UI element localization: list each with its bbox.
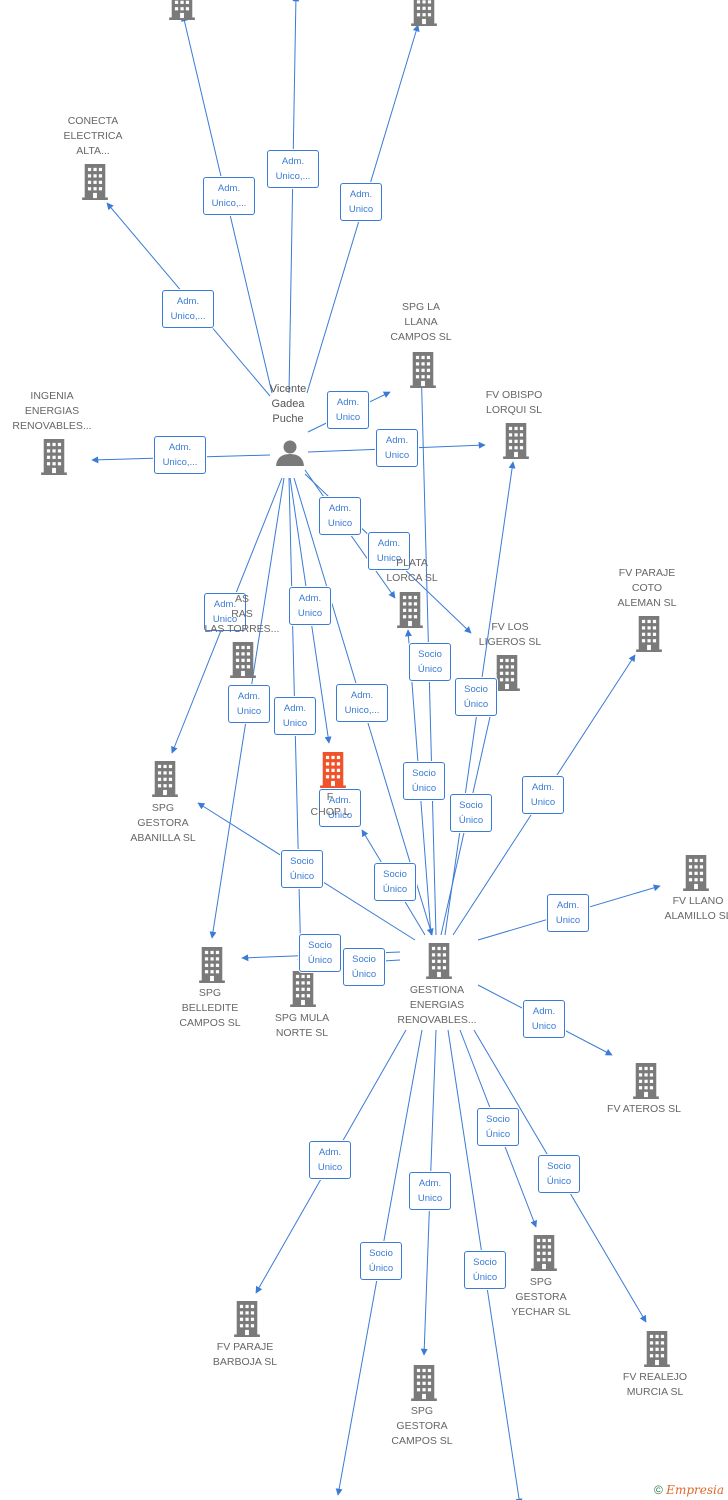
node-label-spg-campos[interactable]: SPG GESTORA CAMPOS SL bbox=[391, 1405, 453, 1447]
building-icon-fv-barboja[interactable] bbox=[234, 1301, 260, 1337]
node-label-gestiona[interactable]: GESTIONA ENERGIAS RENOVABLES... bbox=[397, 984, 477, 1026]
building-icon-conecta[interactable] bbox=[82, 164, 108, 200]
node-label-conecta[interactable]: CONECTA ELECTRICA ALTA... bbox=[63, 115, 123, 157]
building-icon-fv-llano[interactable] bbox=[683, 855, 709, 891]
building-icon-gestiona[interactable] bbox=[426, 943, 452, 979]
edge-label-vicente-to-plata-lorca[interactable]: Adm. Unico bbox=[319, 497, 361, 535]
edge-label-gestiona-to-fv-ateros[interactable]: Adm. Unico bbox=[523, 1000, 565, 1038]
edge-label-vicente-to-spg-llana[interactable]: Adm. Unico bbox=[327, 391, 369, 429]
person-icon[interactable] bbox=[276, 440, 304, 467]
building-icon-fv-ligeros[interactable] bbox=[494, 655, 520, 691]
edge-label-gestiona-to-spg-campos[interactable]: Adm. Unico bbox=[409, 1172, 451, 1210]
edge-label-gestiona-to-spg-yechar[interactable]: Socio Único bbox=[477, 1108, 519, 1146]
brand-logo: Empresia bbox=[666, 1483, 724, 1497]
building-icon-spg-belledite[interactable] bbox=[199, 947, 225, 983]
building-icon-fv-ateros[interactable] bbox=[633, 1063, 659, 1099]
node-label-spg-abanilla[interactable]: SPG GESTORA ABANILLA SL bbox=[130, 802, 196, 844]
node-label-ingenia[interactable]: INGENIA ENERGIAS RENOVABLES... bbox=[12, 390, 92, 432]
edge-label-vicente-to-conecta[interactable]: Adm. Unico,... bbox=[162, 290, 214, 328]
edge-label-vicente-to-fv-obispo[interactable]: Adm. Unico bbox=[376, 429, 418, 467]
building-icon-plata-lorca[interactable] bbox=[397, 592, 423, 628]
node-label-spg-yechar[interactable]: SPG GESTORA YECHAR SL bbox=[511, 1276, 571, 1318]
edge-label-vicente-to-spg-belledite[interactable]: Adm. Unico bbox=[228, 685, 270, 723]
node-label-fv-realejo[interactable]: FV REALEJO MURCIA SL bbox=[622, 1371, 688, 1398]
building-icon-fv-realejo[interactable] bbox=[644, 1331, 670, 1367]
node-label-fv-coto[interactable]: FV PARAJE COTO ALEMAN SL bbox=[617, 567, 677, 609]
edge-label-gestiona-to-fv-obispo[interactable]: Socio Único bbox=[450, 794, 492, 832]
node-label-spg-mula[interactable]: SPG MULA NORTE SL bbox=[274, 1012, 330, 1039]
edge-label-gestiona-to-spg-mula[interactable]: Socio Único bbox=[343, 948, 385, 986]
edge-label-gestiona-to-fv-ligeros[interactable]: Socio Único bbox=[455, 678, 497, 716]
nodes-layer bbox=[41, 0, 709, 1401]
edge-label-gestiona-to-spg-abanilla[interactable]: Socio Único bbox=[281, 850, 323, 888]
edge-label-vicente-to-las-torres[interactable]: Adm. Unico bbox=[319, 789, 361, 827]
edge-label-vicente-to-top-middle[interactable]: Adm. Unico,... bbox=[267, 150, 319, 188]
edge-label-gestiona-to-spg-belledite[interactable]: Socio Único bbox=[299, 934, 341, 972]
building-icon-spg-campos[interactable] bbox=[411, 1365, 437, 1401]
edge-label-gestiona-to-fv-llano[interactable]: Adm. Unico bbox=[547, 894, 589, 932]
edge-label-gestiona-to-fv-chop[interactable]: Socio Único bbox=[374, 863, 416, 901]
edge-label-gestiona-to-spg-llana[interactable]: Socio Único bbox=[403, 762, 445, 800]
edge-label-gestiona-to-fv-barboja[interactable]: Adm. Unico bbox=[309, 1141, 351, 1179]
copyright-symbol: © bbox=[653, 1483, 663, 1497]
edge-label-vicente-to-spg-abanilla[interactable]: Adm. Unico bbox=[204, 593, 246, 631]
building-icon-ingenia[interactable] bbox=[41, 439, 67, 475]
edge-label-vicente-to-spg-mula[interactable]: Adm. Unico bbox=[274, 697, 316, 735]
edge-vicente-to-top-middle bbox=[288, 0, 300, 394]
node-label-fv-barboja[interactable]: FV PARAJE BARBOJA SL bbox=[212, 1341, 278, 1368]
edge-label-vicente-to-gestiona[interactable]: Adm. Unico,... bbox=[336, 684, 388, 722]
building-icon-spg-mula[interactable] bbox=[290, 971, 316, 1007]
building-icon-fv-obispo[interactable] bbox=[503, 423, 529, 459]
edge-label-gestiona-to-bottom-right[interactable]: Socio Único bbox=[464, 1251, 506, 1289]
node-label-fv-ateros[interactable]: FV ATEROS SL bbox=[607, 1103, 681, 1115]
node-label-fv-ligeros[interactable]: FV LOS LIGEROS SL bbox=[478, 621, 542, 648]
building-icon-top-right[interactable] bbox=[411, 0, 437, 26]
building-icon-spg-yechar[interactable] bbox=[531, 1235, 557, 1271]
building-icon-fv-chop[interactable] bbox=[320, 752, 346, 788]
edge-label-vicente-to-fv-chop[interactable]: Adm. Unico bbox=[289, 587, 331, 625]
building-icon-top-left[interactable] bbox=[169, 0, 195, 20]
edge-label-gestiona-to-fv-coto[interactable]: Adm. Unico bbox=[522, 776, 564, 814]
edge-label-gestiona-to-plata-lorca[interactable]: Socio Único bbox=[409, 643, 451, 681]
building-icon-spg-llana[interactable] bbox=[410, 352, 436, 388]
node-label-fv-chop[interactable]: F CHOP L bbox=[310, 791, 350, 818]
edge-label-vicente-to-top-left[interactable]: Adm. Unico,... bbox=[203, 177, 255, 215]
node-label-plata-lorca[interactable]: PLATA LORCA SL bbox=[386, 557, 438, 584]
brand-watermark: © Empresia bbox=[654, 1483, 724, 1497]
node-label-fv-obispo[interactable]: FV OBISPO LORQUI SL bbox=[485, 389, 543, 416]
building-icon-fv-coto[interactable] bbox=[636, 616, 662, 652]
person-label-vicente[interactable]: Vicente Gadea Puche bbox=[269, 383, 307, 425]
edge-label-vicente-to-fv-ligeros[interactable]: Adm. Unico bbox=[368, 532, 410, 570]
node-label-fv-llano[interactable]: FV LLANO ALAMILLO SL bbox=[664, 895, 728, 922]
node-label-spg-belledite[interactable]: SPG BELLEDITE CAMPOS SL bbox=[179, 987, 241, 1029]
edge-label-gestiona-to-fv-realejo[interactable]: Socio Único bbox=[538, 1155, 580, 1193]
node-label-las-torres[interactable]: AS RAS LAS TORRES... bbox=[204, 593, 280, 635]
node-label-spg-llana[interactable]: SPG LA LLANA CAMPOS SL bbox=[390, 301, 452, 343]
edge-label-vicente-to-top-right[interactable]: Adm. Unico bbox=[340, 183, 382, 221]
building-icon-spg-abanilla[interactable] bbox=[152, 761, 178, 797]
edge-label-gestiona-to-bottom-left[interactable]: Socio Único bbox=[360, 1242, 402, 1280]
edge-label-vicente-to-ingenia[interactable]: Adm. Unico,... bbox=[154, 436, 206, 474]
building-icon-las-torres[interactable] bbox=[230, 642, 256, 678]
